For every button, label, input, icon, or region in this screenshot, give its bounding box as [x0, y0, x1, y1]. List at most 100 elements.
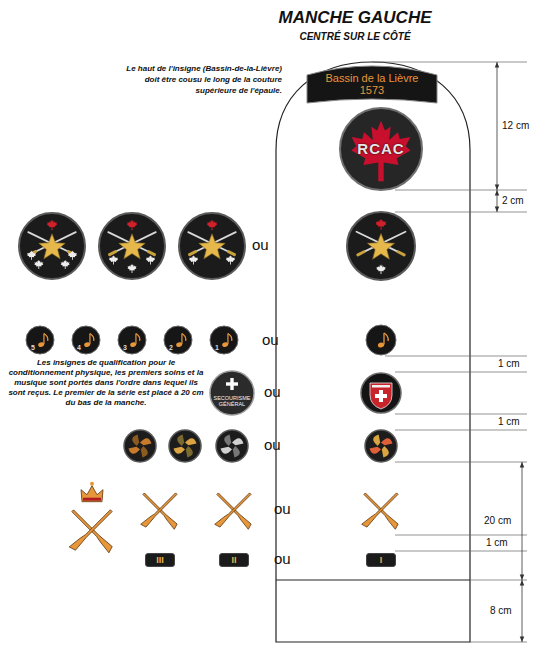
- rifle: [362, 492, 399, 529]
- dimension-arrow: [497, 190, 498, 212]
- rifle-body: [141, 491, 178, 528]
- sabre-hilt: [398, 252, 404, 255]
- or-label: ou: [274, 500, 291, 518]
- dimension-label: 20 cm: [484, 515, 511, 527]
- sleeve-outline: [276, 62, 470, 642]
- red-maple-leaf: [207, 220, 217, 231]
- red-maple-leaf: [47, 220, 57, 231]
- badge-disc: [179, 213, 245, 279]
- first-aid-badge: [361, 373, 401, 413]
- note-stem: [181, 333, 182, 344]
- sabre-hilt: [190, 252, 196, 255]
- fitness-disc: [124, 430, 156, 462]
- dimension-extension-line: [395, 430, 527, 431]
- shoulder-flash-text: Bassin de la Lièvre: [326, 72, 419, 84]
- sabre-hilt: [110, 252, 116, 255]
- music-badge: 4: [71, 325, 101, 355]
- white-maple-leaf: [376, 264, 385, 274]
- dimension-extension-line: [470, 580, 527, 581]
- music-badge-shape: [117, 325, 147, 355]
- order-note: Les insignes de qualification pour le co…: [6, 358, 206, 408]
- rifle: [141, 492, 178, 529]
- dimension-extension-line: [395, 414, 527, 415]
- dimension-label: 1 cm: [498, 358, 520, 370]
- badge-disc: [19, 213, 85, 279]
- music-disc: [72, 326, 100, 354]
- rank-star: [39, 234, 65, 259]
- fitness-badge: [216, 430, 248, 462]
- dimension-arrow: [522, 462, 523, 580]
- crossed-rifles: [69, 482, 113, 553]
- cross-bar: [226, 382, 238, 385]
- note-stem: [89, 333, 90, 344]
- cuff-line: [276, 580, 470, 581]
- rank-star: [119, 234, 145, 259]
- marksmanship-bar: I: [366, 553, 396, 567]
- rifle-body: [69, 508, 113, 552]
- fitness-blade: [220, 447, 232, 454]
- dimension-extension-line: [395, 551, 527, 552]
- rank-badge: [19, 213, 85, 279]
- note-flag: [136, 333, 140, 340]
- rifle: [215, 491, 252, 528]
- red-maple-leaf: [127, 220, 137, 231]
- music-disc: [366, 325, 396, 355]
- shield-outline: [370, 383, 392, 409]
- note-stem: [383, 333, 384, 345]
- fitness-blade: [382, 446, 389, 458]
- red-maple-leaf: [376, 219, 387, 230]
- rifle: [362, 491, 399, 528]
- crossed-rifles: [141, 491, 179, 529]
- note-flag: [90, 333, 94, 340]
- title: MANCHE GAUCHE: [230, 8, 480, 28]
- music-disc: [210, 326, 238, 354]
- rifle-body: [141, 492, 178, 529]
- dimension-label: 12 cm: [502, 120, 529, 132]
- first-aid-badge-shape: [209, 370, 255, 416]
- dimension-extension-line: [372, 62, 527, 63]
- music-badge: 2: [163, 325, 193, 355]
- rifle-body: [362, 492, 399, 529]
- fitness-blade: [132, 434, 139, 446]
- music-disc: [164, 326, 192, 354]
- fitness-hub: [230, 444, 235, 449]
- fitness-blade: [233, 446, 240, 458]
- music-badge-shape: [25, 325, 55, 355]
- dimension-label: 1 cm: [498, 416, 520, 428]
- shield-band: [372, 385, 390, 388]
- rank-badge: [99, 213, 165, 279]
- placement-note: Le haut de l'insigne (Bassin-de-la-Lièvr…: [112, 63, 282, 96]
- dimension-extension-line: [395, 372, 527, 373]
- music-badge-text: 2: [169, 344, 173, 351]
- dimension-extension-line: [395, 462, 527, 463]
- rank-badge: [347, 212, 415, 280]
- music-disc: [118, 326, 146, 354]
- badge-disc: [340, 108, 422, 190]
- fitness-blade: [141, 446, 148, 458]
- marksmanship-bar: III: [145, 553, 175, 567]
- fitness-disc: [365, 430, 397, 462]
- shoulder-flash: Bassin de la Lièvre1573: [307, 63, 437, 103]
- dimension-label: 1 cm: [486, 537, 508, 549]
- note-stem: [43, 333, 44, 344]
- fitness-badge: [365, 430, 397, 462]
- marksmanship-bar-text: I: [380, 554, 383, 566]
- fitness-blade: [177, 434, 184, 446]
- note-flag: [384, 333, 388, 341]
- shield: [370, 383, 392, 409]
- rank-badge: [179, 213, 245, 279]
- or-label: ou: [252, 236, 269, 254]
- dimension-extension-line: [385, 356, 527, 357]
- marksmanship-bar-text: III: [156, 554, 164, 566]
- first-aid-disc: [361, 373, 401, 413]
- fitness-blade: [369, 447, 381, 454]
- music-badge-text: 4: [77, 344, 81, 351]
- note-stem: [135, 333, 136, 344]
- dimension-arrow: [497, 62, 498, 190]
- rifle-body: [362, 491, 399, 528]
- sabre-hilt: [149, 252, 155, 255]
- or-label: ou: [274, 550, 291, 568]
- music-badge: 5: [25, 325, 55, 355]
- music-badge: [366, 325, 396, 355]
